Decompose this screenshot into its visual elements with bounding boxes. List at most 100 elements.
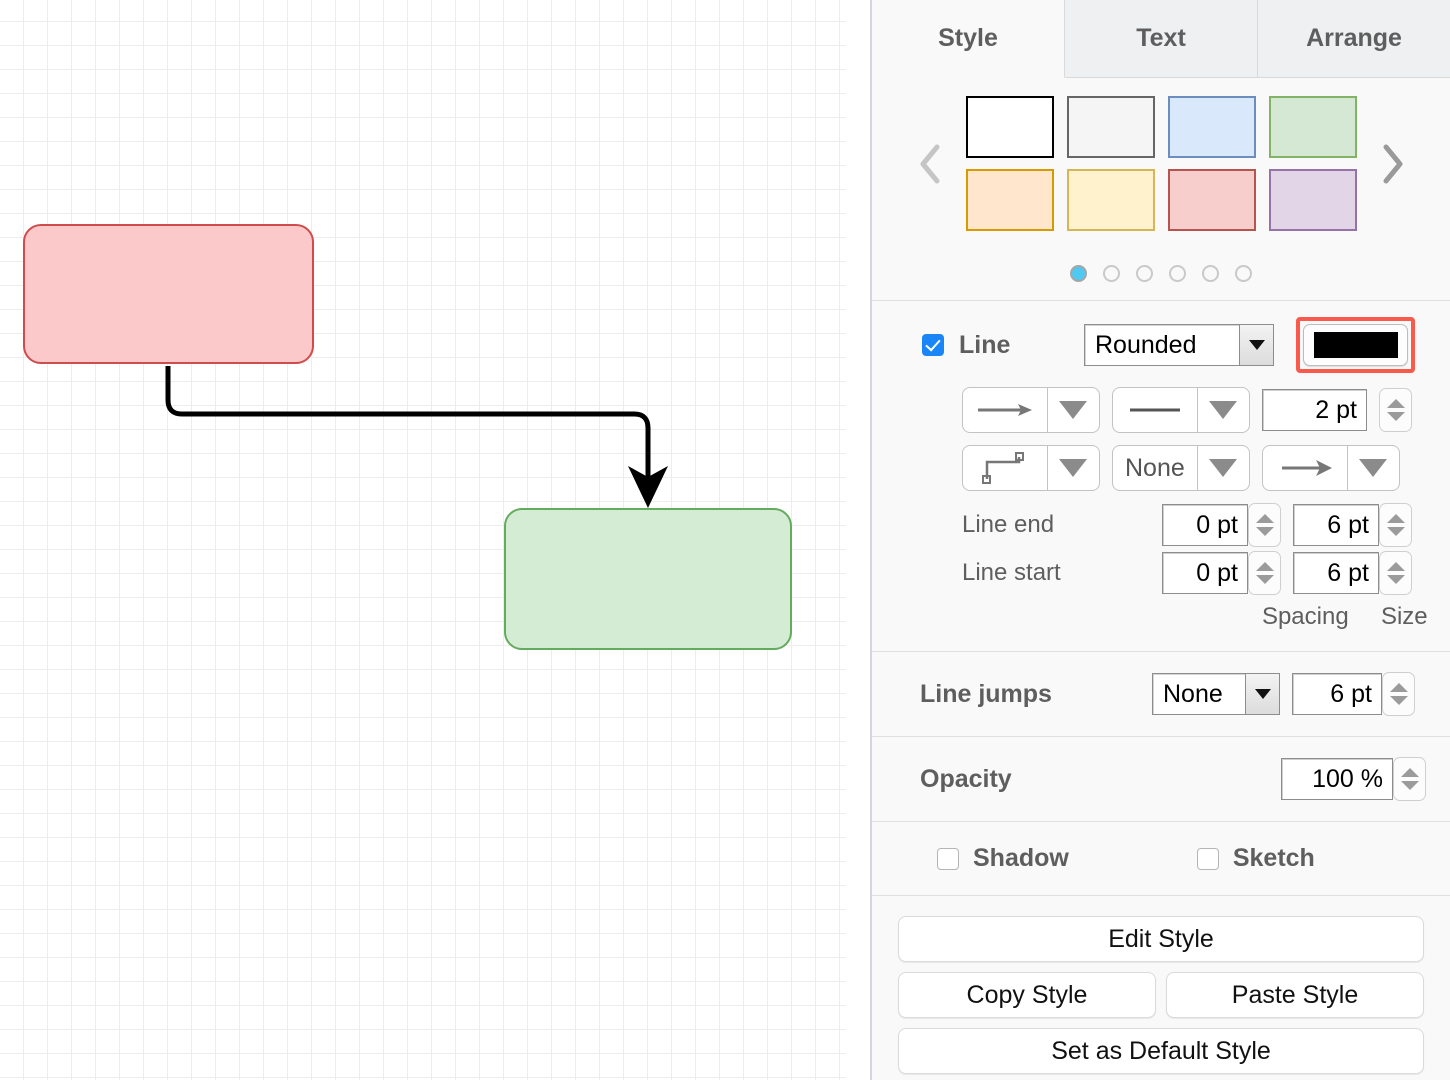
palette-page-dot-4[interactable] <box>1169 265 1186 282</box>
shape-green-rounded-rectangle[interactable] <box>504 508 792 650</box>
tab-text-label: Text <box>1136 24 1186 52</box>
style-swatch-3[interactable] <box>1268 96 1357 158</box>
palette-page-dot-6[interactable] <box>1235 265 1252 282</box>
stepper-down-icon[interactable] <box>1255 527 1274 536</box>
stepper-up-icon[interactable] <box>1386 562 1405 571</box>
size-caption: Size <box>1380 603 1428 630</box>
waypoints-button[interactable] <box>962 445 1100 491</box>
paste-style-button[interactable]: Paste Style <box>1166 972 1424 1018</box>
sketch-label: Sketch <box>1232 844 1315 872</box>
sketch-toggle[interactable]: Sketch <box>1196 844 1315 873</box>
edit-style-label: Edit Style <box>1108 924 1214 953</box>
line-end-size-input[interactable]: 6 pt <box>1293 504 1379 546</box>
stepper-up-icon[interactable] <box>1255 562 1274 571</box>
style-swatch-7[interactable] <box>1268 169 1357 231</box>
line-start-marker-dropdown-icon[interactable] <box>1198 446 1249 490</box>
orthogonal-waypoint-icon <box>963 446 1048 490</box>
style-swatch-4[interactable] <box>965 169 1054 231</box>
line-jumps-select[interactable]: None <box>1152 673 1280 715</box>
line-start-size-stepper[interactable] <box>1379 551 1412 595</box>
diagram-canvas[interactable] <box>0 0 846 1080</box>
shape-pink-rounded-rectangle[interactable] <box>23 224 314 364</box>
line-jumps-label: Line jumps <box>920 679 1052 708</box>
line-start-spacing-stepper[interactable] <box>1248 551 1281 595</box>
line-end-marker-button[interactable] <box>1262 445 1400 491</box>
palette-next-icon[interactable] <box>1371 134 1415 194</box>
line-end-spacing-input[interactable]: 0 pt <box>1162 504 1248 546</box>
shadow-label: Shadow <box>973 844 1069 872</box>
line-end-size-stepper[interactable] <box>1379 503 1412 547</box>
line-enabled-checkbox[interactable] <box>922 334 944 356</box>
style-swatch-1[interactable] <box>1066 96 1155 158</box>
stepper-up-icon[interactable] <box>1255 514 1274 523</box>
tab-text[interactable]: Text <box>1065 0 1258 78</box>
edge-style-button[interactable] <box>962 387 1100 433</box>
stepper-up-icon[interactable] <box>1386 514 1405 523</box>
line-pattern-button[interactable] <box>1112 387 1250 433</box>
style-swatch-5[interactable] <box>1066 169 1155 231</box>
format-panel: Style Text Arrange <box>872 0 1450 1080</box>
palette-prev-icon[interactable] <box>908 134 952 194</box>
opacity-label: Opacity <box>920 764 1012 793</box>
line-start-size-input[interactable]: 6 pt <box>1293 552 1379 594</box>
line-start-marker-button[interactable]: None <box>1112 445 1250 491</box>
sketch-checkbox[interactable] <box>1196 847 1219 870</box>
copy-style-button[interactable]: Copy Style <box>898 972 1156 1018</box>
stepper-down-icon[interactable] <box>1255 575 1274 584</box>
opacity-stepper[interactable] <box>1393 757 1426 801</box>
line-with-arrow-icon <box>963 388 1048 432</box>
line-pattern-dropdown-icon[interactable] <box>1198 388 1249 432</box>
tab-style[interactable]: Style <box>872 0 1065 78</box>
line-end-row: Line end 0 pt 6 pt <box>962 503 1450 547</box>
style-action-buttons: Edit Style Copy Style Paste Style Set as… <box>872 896 1450 1074</box>
stepper-down-icon[interactable] <box>1400 781 1419 790</box>
line-end-label: Line end <box>962 511 1055 538</box>
edit-style-button[interactable]: Edit Style <box>898 916 1424 962</box>
edge-style-dropdown-icon[interactable] <box>1048 388 1099 432</box>
line-end-spacing-stepper[interactable] <box>1248 503 1281 547</box>
shadow-checkbox[interactable] <box>937 847 959 870</box>
line-color-button[interactable] <box>1303 324 1408 366</box>
stepper-up-icon[interactable] <box>1400 768 1419 777</box>
paste-style-label: Paste Style <box>1231 980 1359 1009</box>
line-jumps-size-input[interactable]: 6 pt <box>1292 673 1382 715</box>
stepper-down-icon[interactable] <box>1386 527 1405 536</box>
style-palette-section <box>872 78 1450 301</box>
palette-page-dot-5[interactable] <box>1202 265 1219 282</box>
stepper-down-icon[interactable] <box>1389 696 1408 705</box>
line-color-chip <box>1313 332 1398 358</box>
opacity-input[interactable]: 100 % <box>1281 758 1393 800</box>
line-end-size-value: 6 pt <box>1327 510 1369 539</box>
line-width-input[interactable]: 2 pt <box>1262 389 1367 431</box>
palette-page-dot-1[interactable] <box>1070 265 1087 282</box>
line-jumps-size-stepper[interactable] <box>1382 672 1415 716</box>
palette-page-dot-2[interactable] <box>1103 265 1120 282</box>
palette-page-dot-3[interactable] <box>1136 265 1153 282</box>
stepper-down-icon[interactable] <box>1386 575 1405 584</box>
style-swatch-6[interactable] <box>1167 169 1256 231</box>
line-jumps-size-value: 6 pt <box>1330 679 1372 708</box>
stepper-down-icon[interactable] <box>1386 412 1405 421</box>
line-jumps-section: Line jumps None 6 pt <box>872 652 1450 737</box>
line-style-select[interactable]: Rounded <box>1084 324 1274 366</box>
style-swatch-0[interactable] <box>965 96 1054 158</box>
line-start-spacing-input[interactable]: 0 pt <box>1162 552 1248 594</box>
stepper-up-icon[interactable] <box>1389 683 1408 692</box>
style-swatch-2[interactable] <box>1167 96 1256 158</box>
set-default-style-label: Set as Default Style <box>1051 1036 1271 1065</box>
line-width-value: 2 pt <box>1315 395 1357 424</box>
waypoints-dropdown-icon[interactable] <box>1048 446 1099 490</box>
set-default-style-button[interactable]: Set as Default Style <box>898 1028 1424 1074</box>
line-style-value: Rounded <box>1095 330 1197 359</box>
line-start-spacing-value: 0 pt <box>1196 558 1238 587</box>
line-start-row: Line start 0 pt 6 pt <box>962 551 1450 595</box>
line-end-marker-dropdown-icon[interactable] <box>1348 446 1399 490</box>
stepper-up-icon[interactable] <box>1386 399 1405 408</box>
tab-style-label: Style <box>938 24 998 52</box>
tab-arrange[interactable]: Arrange <box>1258 0 1450 78</box>
spacing-caption: Spacing <box>1261 603 1349 630</box>
line-width-stepper[interactable] <box>1379 388 1412 432</box>
shadow-toggle[interactable]: Shadow <box>937 844 1069 873</box>
line-label: Line <box>959 330 1011 359</box>
